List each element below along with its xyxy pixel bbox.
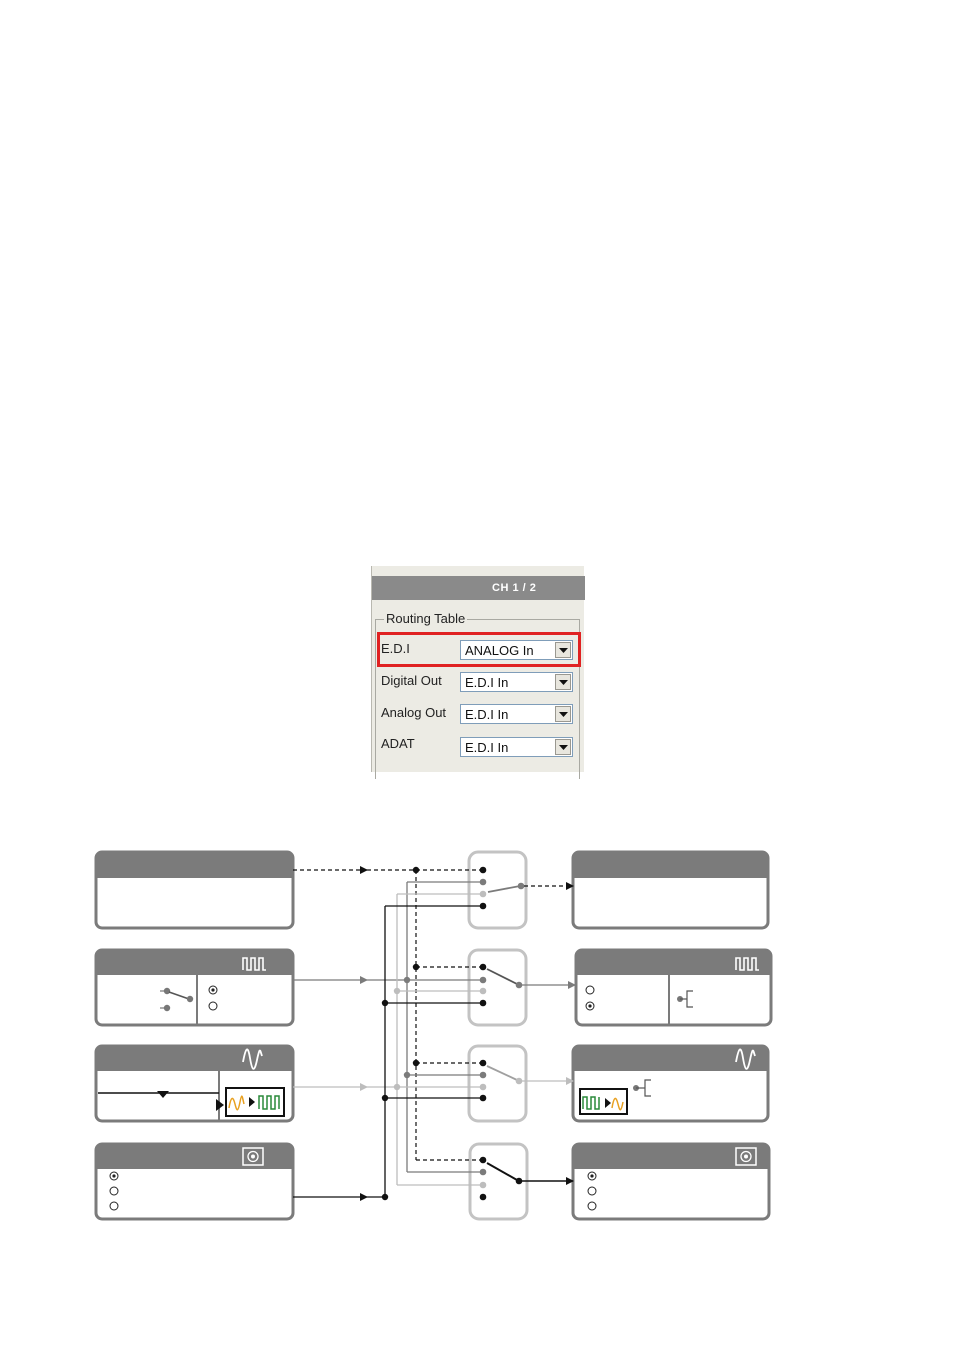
switch-analog (479, 1059, 574, 1102)
adat-label: ADAT (381, 736, 415, 751)
output-box-edi (571, 850, 770, 930)
switch-adat (479, 1156, 574, 1201)
output-box-adat (571, 1142, 771, 1221)
optical-port-icon (735, 1147, 757, 1166)
source-box-adat (94, 1142, 295, 1221)
analog-out-label: Analog Out (381, 705, 447, 720)
signal-buses (293, 866, 483, 1201)
edi-select-value: ANALOG In (465, 643, 534, 658)
switch-edi (479, 866, 574, 910)
digital-out-select-value: E.D.I In (465, 675, 509, 690)
radio-icon[interactable] (585, 985, 595, 1011)
optical-port-icon (242, 1147, 264, 1166)
analog-out-select[interactable]: E.D.I In (460, 704, 573, 724)
radio-icon[interactable] (109, 1171, 119, 1211)
adat-select-value: E.D.I In (465, 740, 509, 755)
routing-table-group (375, 619, 580, 779)
radio-icon[interactable] (208, 985, 218, 1011)
switch-frames (467, 850, 529, 1221)
splitter-icon (677, 990, 693, 1008)
output-box-digital (574, 948, 773, 1027)
source-box-edi (94, 850, 295, 930)
edi-highlight-box (377, 632, 581, 667)
switch-digital (479, 963, 576, 1007)
edi-select[interactable]: ANALOG In (460, 640, 573, 660)
output-box-analog (571, 1044, 770, 1123)
adat-select[interactable]: E.D.I In (460, 737, 573, 757)
routing-panel: CH 1 / 2 Routing Table E.D.I ANALOG In D… (371, 566, 585, 779)
edi-label: E.D.I (381, 641, 410, 656)
converter-icon (579, 1088, 628, 1115)
converter-icon (225, 1087, 285, 1117)
digital-out-select[interactable]: E.D.I In (460, 672, 573, 692)
source-box-digital (94, 948, 295, 1027)
dropdown-arrow-icon[interactable] (555, 739, 571, 755)
splitter-icon (633, 1079, 651, 1097)
dropdown-arrow-icon[interactable] (555, 674, 571, 690)
routing-table-title: Routing Table (384, 611, 468, 626)
analog-signal-icon (242, 1048, 263, 1070)
channel-header: CH 1 / 2 (372, 576, 585, 600)
radio-icon[interactable] (587, 1171, 597, 1211)
digital-signal-icon (242, 957, 266, 971)
dropdown-arrow-icon[interactable] (555, 642, 571, 658)
source-box-analog (94, 1044, 295, 1123)
dropdown-arrow-icon[interactable] (555, 706, 571, 722)
digital-signal-icon (735, 957, 759, 971)
analog-out-select-value: E.D.I In (465, 707, 509, 722)
digital-out-label: Digital Out (381, 673, 442, 688)
routing-diagram (94, 850, 773, 1221)
switch-icon (160, 987, 194, 1012)
analog-signal-icon (735, 1048, 756, 1070)
